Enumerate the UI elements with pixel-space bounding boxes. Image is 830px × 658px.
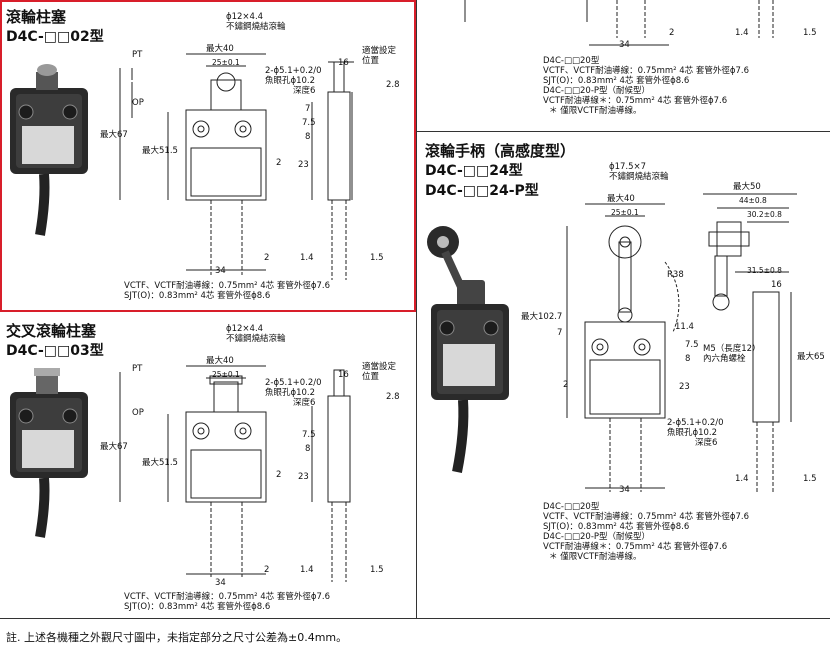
dim-1-5: 1.5 [803, 28, 817, 38]
dim-max40: 最大40 [607, 194, 635, 204]
dim-1-5: 1.5 [370, 565, 384, 575]
dim-1-5: 1.5 [370, 253, 384, 263]
dim-44: 44±0.8 [739, 196, 767, 205]
dim-PT: PT [132, 364, 143, 374]
dim-max67: 最大67 [100, 130, 128, 140]
hole-note: 2-ϕ5.1+0.2/0 魚眼孔ϕ10.2 深度6 [265, 66, 322, 96]
pos-note: 適當設定 位置 [362, 362, 397, 382]
panel-title: 交叉滾輪柱塞 [6, 322, 97, 340]
front-view [566, 203, 680, 492]
pos-note: 適當設定 位置 [362, 46, 397, 66]
model-number: D4C-□□02型 [6, 29, 104, 45]
dim-2-8: 2.8 [386, 80, 400, 90]
product-photo [10, 368, 88, 538]
footnote: 註. 上述各機種之外觀尺寸圖中，未指定部分之尺寸公差為±0.4mm。 [6, 631, 348, 644]
dim-1-4: 1.4 [735, 28, 749, 38]
product-photo [427, 226, 509, 473]
dim-R38: R38 [667, 270, 684, 280]
cross-roller-drawing [10, 365, 351, 582]
panel-title: 滾輪手柄（高感度型） [425, 142, 576, 160]
dim-max51: 最大51.5 [142, 146, 178, 156]
dim-34: 34 [215, 266, 226, 276]
dim-max65: 最大65 [797, 352, 825, 362]
dim-max40: 最大40 [206, 44, 234, 54]
dim-2-8: 2.8 [386, 392, 400, 402]
roller-note: ϕ17.5×7 不鏽鋼燒結滾輪 [609, 162, 669, 182]
dim-2: 2 [276, 158, 282, 168]
bottom-rule [0, 618, 830, 619]
dim-11-4: 11.4 [675, 322, 694, 332]
dim-8: 8 [305, 132, 311, 142]
product-photo [10, 64, 88, 236]
dim-max67: 最大67 [100, 442, 128, 452]
dim-25: 25±0.1 [611, 208, 639, 217]
roller-note: ϕ12×4.4 不鏽鋼燒結滾輪 [226, 12, 286, 32]
side-view [311, 61, 354, 280]
dim-8: 8 [305, 444, 311, 454]
panel-roller-lever: 滾輪手柄（高感度型） D4C-□□24型 D4C-□□24-P型 [417, 132, 830, 618]
dim-1-5: 1.5 [803, 474, 817, 484]
roller-note: ϕ12×4.4 不鏽鋼燒結滾輪 [226, 324, 286, 344]
dim-34: 34 [215, 578, 226, 588]
side-view [703, 193, 797, 492]
dim-25: 25±0.1 [212, 370, 240, 379]
dim-7: 7 [305, 104, 311, 114]
partial-drawing [464, 0, 774, 46]
dim-max51: 最大51.5 [142, 458, 178, 468]
dim-1-4: 1.4 [300, 253, 314, 263]
dim-23: 23 [298, 160, 309, 170]
dim-2: 2 [276, 470, 282, 480]
cable-note: VCTF、VCTF耐油導線：0.75mm² 4芯 套管外徑ϕ7.6 SJT(O)… [124, 592, 330, 612]
dim-1-4: 1.4 [300, 565, 314, 575]
dim-25: 25±0.1 [212, 58, 240, 67]
side-view [311, 369, 351, 582]
dim-OP: OP [132, 408, 144, 418]
panel-cross-roller-plunger: 交叉滾輪柱塞 D4C-□□03型 [0, 312, 416, 618]
dim-8: 8 [685, 354, 691, 364]
front-view [119, 53, 267, 275]
panel-top-right-partial: 34 2 1.4 1.5 D4C-□□20型 VCTF、VCTF耐油導線：0.7… [417, 0, 830, 131]
roller-lever-drawing [427, 193, 797, 492]
horizontal-divider [416, 131, 830, 132]
dim-1-4: 1.4 [735, 474, 749, 484]
dim-7: 7 [557, 328, 563, 338]
dim-max50: 最大50 [733, 182, 761, 192]
panel-roller-plunger: 滾輪柱塞 D4C-□□02型 [0, 0, 416, 312]
dim-31-5: 31.5±0.8 [747, 266, 782, 275]
model-number: D4C-□□03型 [6, 343, 104, 359]
model-number: D4C-□□24型 [425, 163, 523, 179]
dim-16: 16 [338, 370, 349, 380]
dim-7-5: 7.5 [302, 430, 316, 440]
m5-note: M5（長度12） 內六角螺栓 [703, 344, 761, 364]
dim-34: 34 [619, 40, 630, 50]
dim-max102-7: 最大102.7 [521, 312, 563, 322]
dim-2b: 2 [264, 253, 270, 263]
spec-notes: D4C-□□20型 VCTF、VCTF耐油導線：0.75mm² 4芯 套管外徑ϕ… [543, 502, 749, 562]
dim-2: 2 [563, 380, 569, 390]
hole-note: 2-ϕ5.1+0.2/0 魚眼孔ϕ10.2 深度6 [667, 418, 724, 448]
dim-7-5: 7.5 [302, 118, 316, 128]
model-number-p: D4C-□□24-P型 [425, 183, 539, 199]
hole-note: 2-ϕ5.1+0.2/0 魚眼孔ϕ10.2 深度6 [265, 378, 322, 408]
vertical-divider [416, 0, 417, 618]
dim-30-2: 30.2±0.8 [747, 210, 782, 219]
dim-max40: 最大40 [206, 356, 234, 366]
dim-PT: PT [132, 50, 143, 60]
selection-highlight [0, 0, 416, 312]
dim-OP: OP [132, 98, 144, 108]
cable-note: VCTF、VCTF耐油導線：0.75mm² 4芯 套管外徑ϕ7.6 SJT(O)… [124, 281, 330, 301]
dim-16: 16 [771, 280, 782, 290]
dim-23: 23 [679, 382, 690, 392]
dim-7-5: 7.5 [685, 340, 699, 350]
dim-2b: 2 [264, 565, 270, 575]
dim-16: 16 [338, 58, 349, 68]
dim-23: 23 [298, 472, 309, 482]
roller-plunger-drawing [10, 53, 354, 280]
front-view [119, 365, 267, 577]
dim-34: 34 [619, 485, 630, 495]
panel-title: 滾輪柱塞 [6, 8, 67, 26]
dim-2: 2 [669, 28, 675, 38]
spec-notes: D4C-□□20型 VCTF、VCTF耐油導線：0.75mm² 4芯 套管外徑ϕ… [543, 56, 749, 116]
